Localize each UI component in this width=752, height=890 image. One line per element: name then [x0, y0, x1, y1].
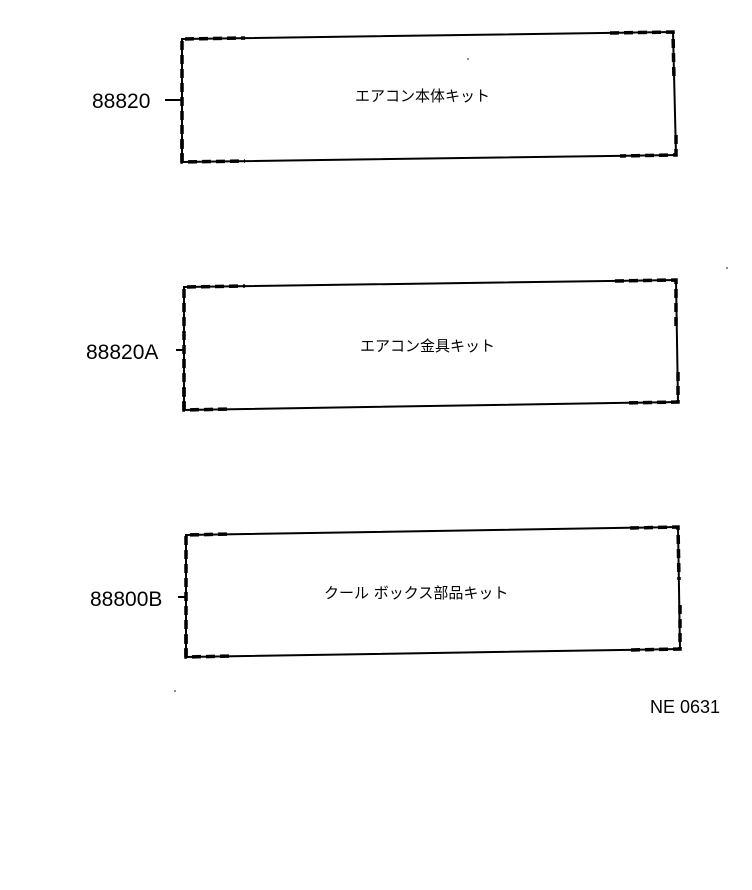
part-number-88800b: 88800B: [90, 588, 162, 611]
kit-label: エアコン金具キット: [360, 337, 495, 355]
kit-box-dashed-edge-left: [182, 284, 246, 410]
kit-box-dashed-edge-bottom: [182, 372, 680, 412]
kit-group-88820a: 88820A エアコン金具キット: [86, 278, 680, 412]
kit-group-88800b: 88800B クール ボックス部品キット: [90, 525, 682, 659]
part-number-88820: 88820: [92, 90, 150, 113]
kit-label: クール ボックス部品キット: [324, 584, 508, 602]
kit-label: エアコン本体キット: [355, 87, 490, 105]
kit-box-dashed-edge-bottom: [184, 605, 682, 659]
drawing-code: NE 0631: [650, 697, 720, 717]
scan-speck: [467, 58, 469, 60]
kit-group-88820: 88820 エアコン本体キット: [92, 30, 678, 164]
scan-speck: [726, 267, 728, 269]
kit-box-dashed-edge-left: [180, 36, 246, 162]
kit-box-dashed-edge-right: [609, 30, 676, 81]
kit-box-dashed-edge-right: [629, 525, 681, 581]
kit-box-dashed-edge-bottom: [180, 135, 678, 164]
scan-speck: [174, 690, 176, 692]
kit-box-dashed-edge-left: [184, 532, 231, 657]
part-number-88820a: 88820A: [86, 341, 158, 364]
kit-box-dashed-edge-right: [614, 278, 678, 330]
